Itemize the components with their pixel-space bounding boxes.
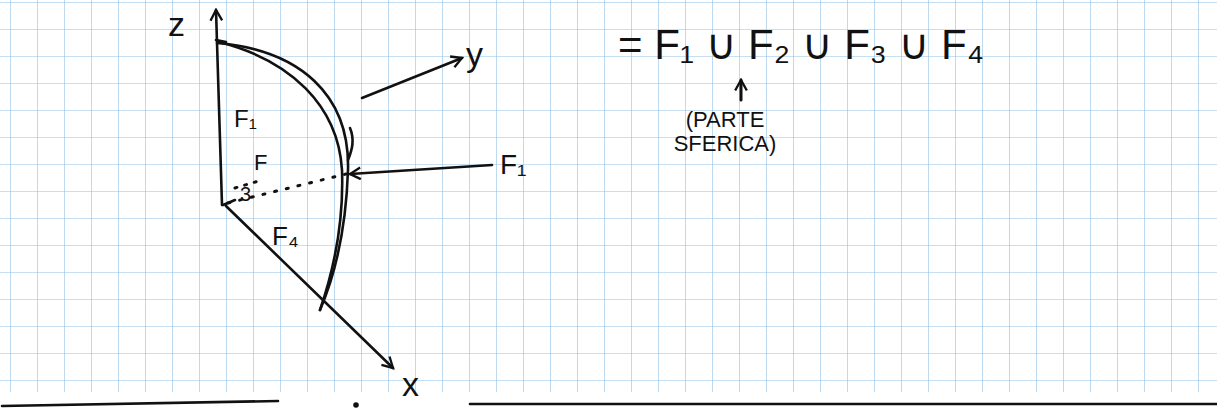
sphere-arc bbox=[219, 42, 342, 310]
rule-line bbox=[470, 403, 1217, 406]
y-axis bbox=[362, 58, 462, 98]
dot bbox=[355, 404, 358, 407]
sphere-top bbox=[216, 40, 226, 42]
face-label: F₄ bbox=[272, 222, 299, 251]
axis-label: y bbox=[466, 36, 483, 73]
face-label: F bbox=[254, 151, 267, 175]
graph-paper bbox=[0, 0, 1217, 392]
face-label: 3 bbox=[240, 183, 251, 205]
pointer-arrow bbox=[350, 165, 492, 174]
union-formula: = F₁ ∪ F₂ ∪ F₃ ∪ F₄ bbox=[618, 22, 984, 68]
sphere-arc bbox=[348, 128, 353, 160]
x-axis bbox=[226, 206, 393, 368]
axis-label: x bbox=[402, 366, 419, 403]
up-arrow bbox=[740, 80, 743, 100]
face-label: F₁ bbox=[500, 150, 527, 181]
axis-label: z bbox=[168, 6, 185, 43]
rule-line bbox=[2, 401, 278, 406]
face-label: F₁ bbox=[234, 106, 257, 132]
sphere-arc bbox=[217, 43, 348, 310]
note-text: (PARTE SFERICA) bbox=[650, 108, 800, 156]
